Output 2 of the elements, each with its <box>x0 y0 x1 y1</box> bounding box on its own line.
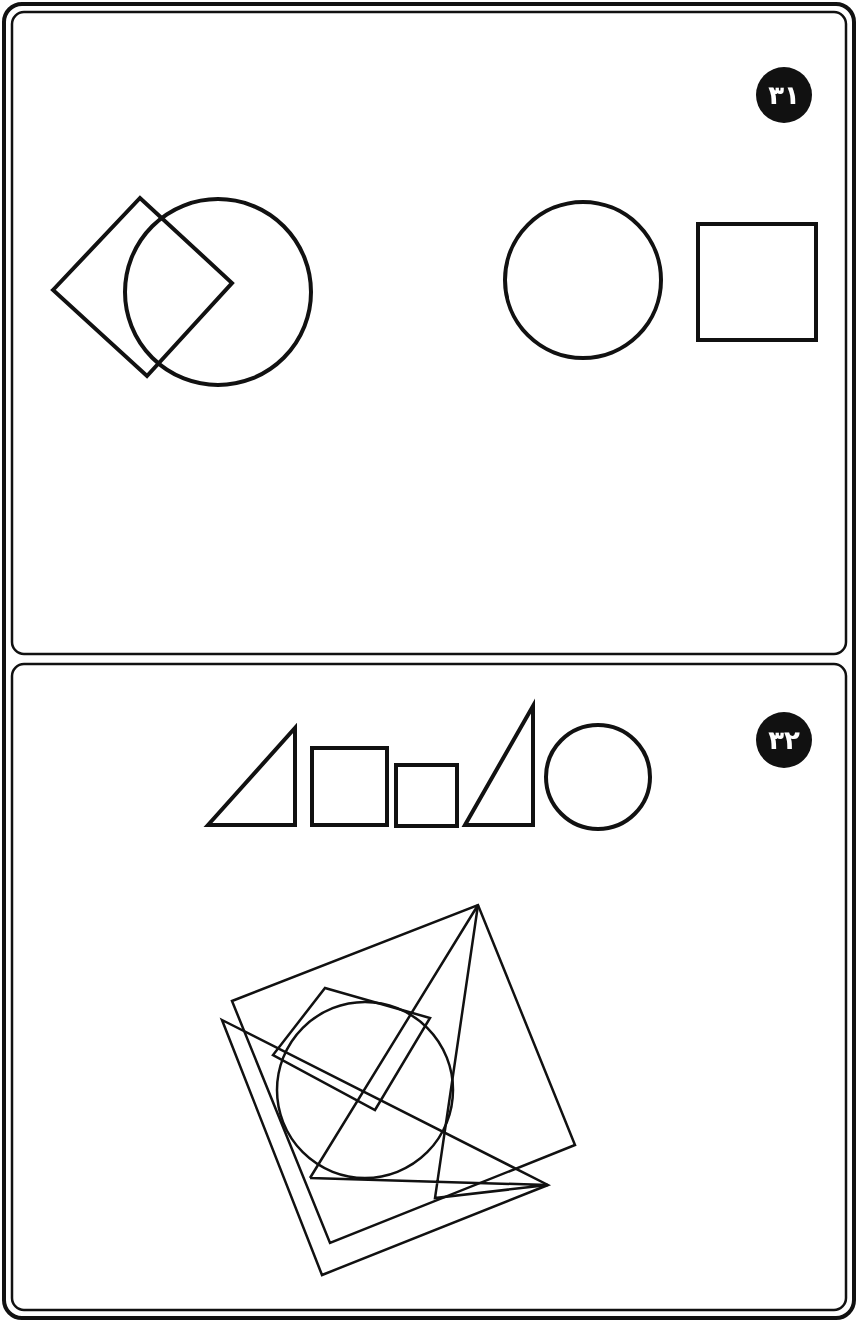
number-badge: ۳۲ <box>756 712 812 768</box>
number-badge: ۳۱ <box>756 67 812 123</box>
